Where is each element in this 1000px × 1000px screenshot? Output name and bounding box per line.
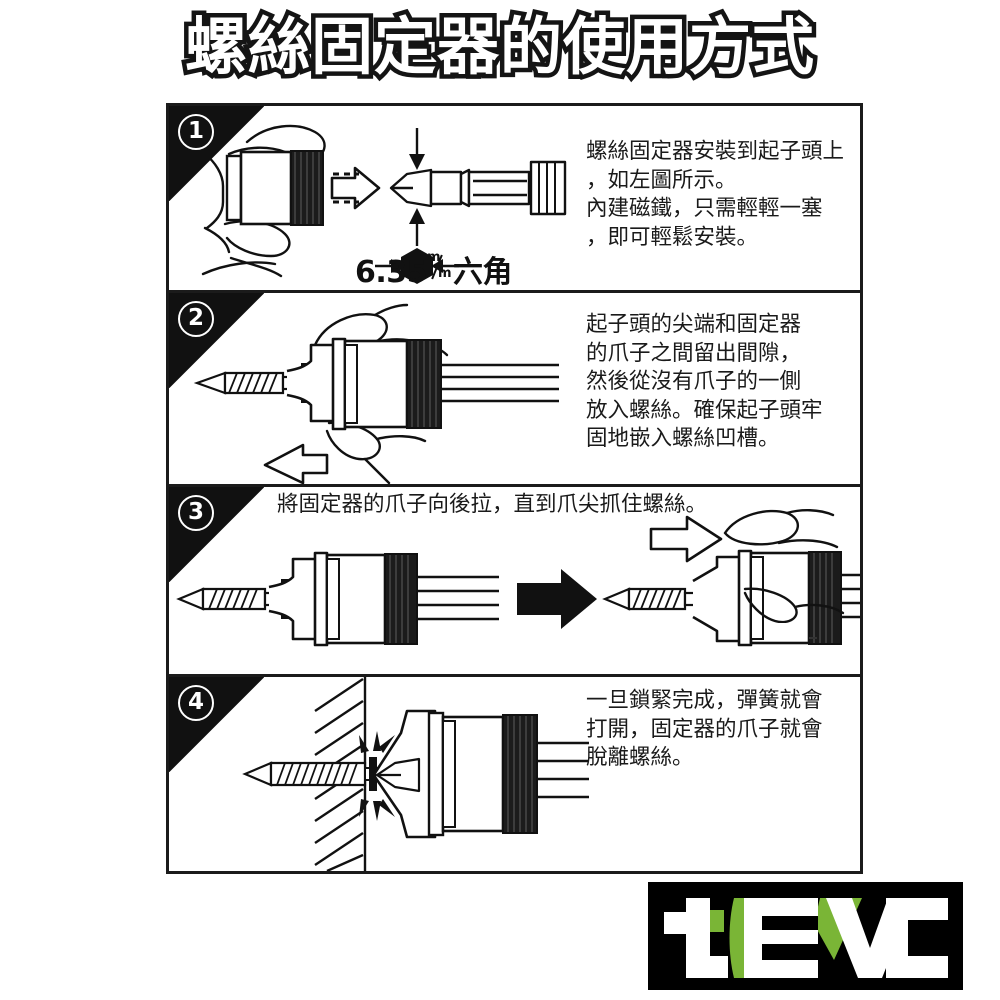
hex-size-suffix: 六角	[453, 255, 513, 290]
step-panel-1: 1	[169, 106, 860, 293]
logo-letter-c	[886, 898, 948, 978]
step-text-3: 將固定器的爪子向後拉，直到爪尖抓住螺絲。	[277, 492, 708, 517]
tevc-logo-mark	[648, 882, 963, 990]
stray-mark	[809, 637, 817, 639]
figure-step-4	[242, 677, 589, 871]
state-after	[602, 549, 860, 647]
brand-logo	[648, 882, 963, 990]
logo-letter-t	[664, 898, 728, 978]
step-text-2: 起子頭的尖端和固定器 的爪子之間留出間隙， 然後從沒有爪子的一側 放入螺絲。確保…	[586, 312, 823, 451]
logo-letter-e	[744, 898, 818, 978]
logo-accent-dot	[710, 910, 724, 932]
step-number-3: 3	[178, 495, 214, 531]
wall-hatching	[314, 677, 367, 871]
state-before	[176, 551, 499, 647]
pull-arrow-icon	[649, 515, 723, 563]
step-text-4: 一旦鎖緊完成，彈簧就會 打開，固定器的爪子就會 脫離螺絲。	[586, 688, 823, 770]
page-title: 螺絲固定器的使用方式	[180, 9, 818, 83]
steps-frame: 1	[166, 103, 863, 874]
step-text-1: 螺絲固定器安裝到起子頭上 ，如左圖所示。 內建磁鐵，只需輕輕一塞 ，即可輕鬆安裝…	[586, 139, 845, 250]
page-title-wrap: 螺絲固定器的使用方式	[0, 9, 1000, 83]
hex-size-value: 6.35	[355, 255, 428, 290]
transition-arrow-icon	[517, 569, 597, 629]
figure-step-2	[193, 303, 559, 484]
step-panel-3: 3 將固定器的爪子向後拉，直到爪尖抓住螺絲。	[169, 487, 860, 677]
figure-step-3	[176, 549, 860, 647]
step-panel-4: 4	[169, 677, 860, 871]
step-number-1: 1	[178, 114, 214, 150]
step-number-2: 2	[178, 301, 214, 337]
hex-shank-icon	[401, 248, 433, 284]
step-panel-2: 2	[169, 293, 860, 487]
insert-arrow-icon	[330, 166, 381, 210]
pull-back-arrow-icon	[263, 443, 329, 484]
mm-bottom: m	[438, 266, 452, 281]
figure-step-3-hand	[649, 509, 845, 623]
step-number-4: 4	[178, 685, 214, 721]
release-burst-icon	[359, 731, 395, 821]
screw-in-wall-icon	[242, 757, 378, 791]
